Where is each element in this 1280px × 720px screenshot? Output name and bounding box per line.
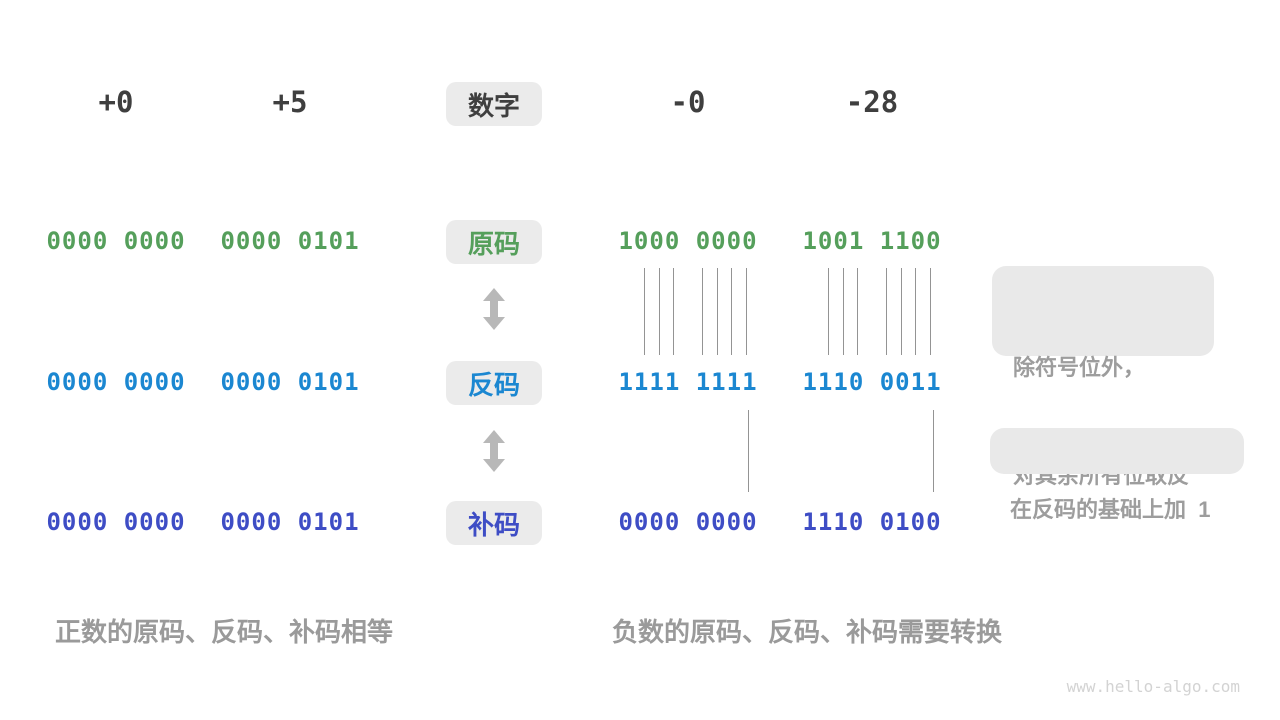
bit-flip-line bbox=[915, 268, 916, 355]
number-header-neg-28: -28 bbox=[845, 85, 899, 119]
flip-note-line1: 除符号位外， bbox=[1013, 354, 1146, 380]
flip-note-box: 除符号位外， 对其余所有位取反 bbox=[992, 266, 1214, 488]
bit-flip-line bbox=[745, 268, 747, 355]
add-one-line bbox=[933, 410, 934, 492]
ones-complement-value: 1111 1111 bbox=[618, 368, 758, 396]
bit-flip-lines bbox=[644, 268, 747, 355]
add-one-line bbox=[748, 410, 749, 492]
bit-flip-line bbox=[644, 268, 645, 355]
caption-positive-numbers: 正数的原码、反码、补码相等 bbox=[55, 617, 394, 647]
number-header-pos-five: +5 bbox=[272, 85, 308, 119]
bit-flip-line bbox=[886, 268, 887, 355]
bit-flip-line bbox=[900, 268, 902, 355]
sign-magnitude-value: 0000 0000 bbox=[46, 227, 186, 255]
badge-sign-magnitude: 原码 bbox=[446, 220, 542, 264]
up-down-arrow-icon bbox=[483, 430, 505, 472]
bit-flip-line bbox=[731, 268, 732, 355]
ones-complement-value: 0000 0000 bbox=[46, 368, 186, 396]
badge-number: 数字 bbox=[446, 82, 542, 126]
bit-flip-line bbox=[828, 268, 829, 355]
sign-magnitude-value: 1001 1100 bbox=[802, 227, 942, 255]
bit-flip-line bbox=[658, 268, 660, 355]
sign-magnitude-value: 1000 0000 bbox=[618, 227, 758, 255]
bit-flip-line bbox=[702, 268, 703, 355]
add-one-note-box: 在反码的基础上加 1 bbox=[990, 428, 1244, 522]
up-down-arrow-icon bbox=[483, 288, 505, 330]
bit-flip-line bbox=[716, 268, 718, 355]
number-header-pos-zero: +0 bbox=[98, 85, 134, 119]
bit-flip-line bbox=[857, 268, 858, 355]
badge-ones-complement: 反码 bbox=[446, 361, 542, 405]
bit-flip-line bbox=[842, 268, 844, 355]
watermark: www.hello-algo.com bbox=[1066, 677, 1240, 696]
ones-complement-value: 0000 0101 bbox=[220, 368, 360, 396]
bit-flip-line bbox=[929, 268, 931, 355]
bit-flip-lines bbox=[828, 268, 931, 355]
twos-complement-value: 0000 0000 bbox=[46, 508, 186, 536]
add-one-note-text: 在反码的基础上加 1 bbox=[1010, 497, 1211, 523]
caption-negative-numbers: 负数的原码、反码、补码需要转换 bbox=[612, 617, 1003, 647]
badge-twos-complement: 补码 bbox=[446, 501, 542, 545]
twos-complement-value: 1110 0100 bbox=[802, 508, 942, 536]
twos-complement-value: 0000 0000 bbox=[618, 508, 758, 536]
number-header-neg-zero: -0 bbox=[670, 85, 706, 119]
twos-complement-value: 0000 0101 bbox=[220, 508, 360, 536]
ones-complement-value: 1110 0011 bbox=[802, 368, 942, 396]
sign-magnitude-value: 0000 0101 bbox=[220, 227, 360, 255]
bit-flip-line bbox=[673, 268, 674, 355]
